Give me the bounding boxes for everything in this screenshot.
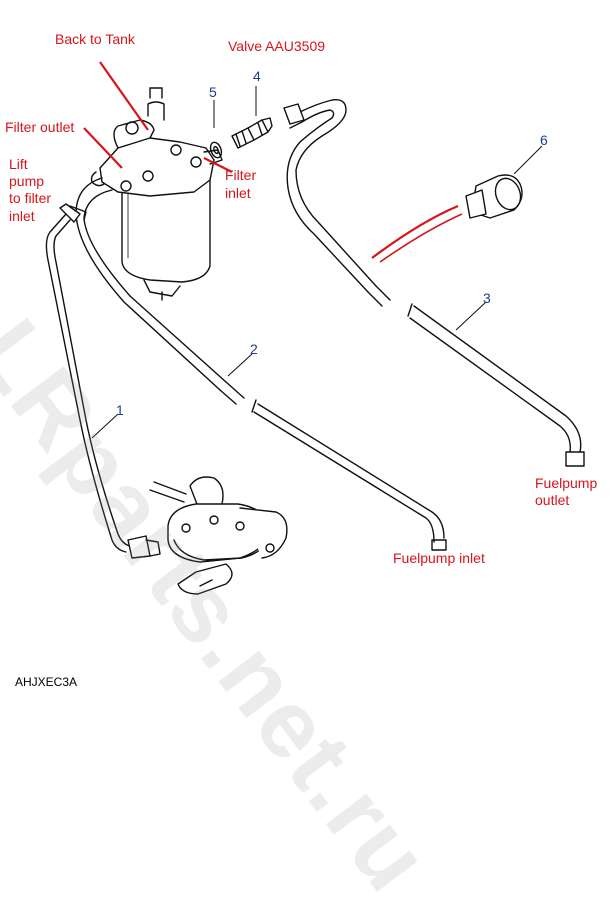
valve-part-4 <box>231 117 273 149</box>
hose-part-3 <box>283 99 585 467</box>
washer-part-5 <box>209 141 223 159</box>
hose-part-2 <box>75 177 447 551</box>
callout-leaders <box>91 86 543 439</box>
clip-part-6 <box>465 174 523 219</box>
annotation-pointers <box>83 61 463 263</box>
callout-5: 5 <box>209 84 217 100</box>
label-filter-outlet: Filter outlet <box>5 119 75 135</box>
lift-pump <box>149 476 288 595</box>
label-valve: Valve AAU3509 <box>228 38 326 54</box>
callout-2: 2 <box>250 341 258 357</box>
callout-6: 6 <box>540 132 548 148</box>
label-fuelpump-inlet: Fuelpump inlet <box>393 550 485 566</box>
callout-4: 4 <box>253 68 261 84</box>
figure-code: AHJXEC3A <box>15 675 78 689</box>
fuel-filter <box>90 87 223 301</box>
label-back-to-tank: Back to Tank <box>55 31 135 47</box>
callout-3: 3 <box>483 290 491 306</box>
pipe-part-1 <box>45 203 161 559</box>
fuel-system-diagram <box>45 61 585 595</box>
callout-1: 1 <box>116 402 124 418</box>
